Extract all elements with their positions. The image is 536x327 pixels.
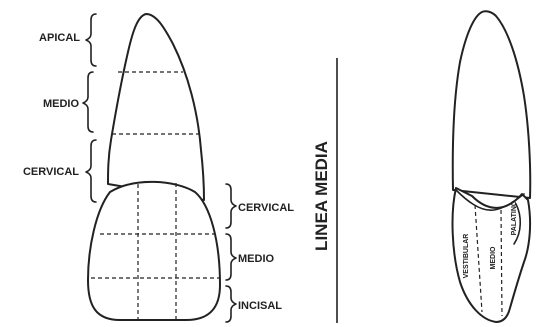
brace-incisal [226,286,236,322]
label-vestibular: VESTIBULAR [463,234,470,279]
label-apical: APICAL [39,32,80,44]
label-medio-crown: MEDIO [238,253,275,265]
brace-medio-root [83,72,93,132]
brace-medio-crown [226,234,236,280]
root-outline [108,14,204,200]
front-view-tooth [88,14,220,320]
brace-cervical-crown [226,184,236,228]
proximal-root-outline [453,11,530,198]
label-medio-root: MEDIO [43,98,80,110]
label-incisal: INCISAL [238,300,282,312]
label-cervical-root: CERVICAL [23,166,79,178]
label-medio-proximal: MEDIO [490,246,497,270]
label-linea-media: LINEA MEDIA [312,141,331,251]
crown-outline [88,182,220,320]
brace-cervical-root [86,140,96,202]
label-cervical-crown: CERVICAL [238,202,294,214]
brace-apical [86,14,96,66]
label-palatino: PALATINO [511,200,518,235]
